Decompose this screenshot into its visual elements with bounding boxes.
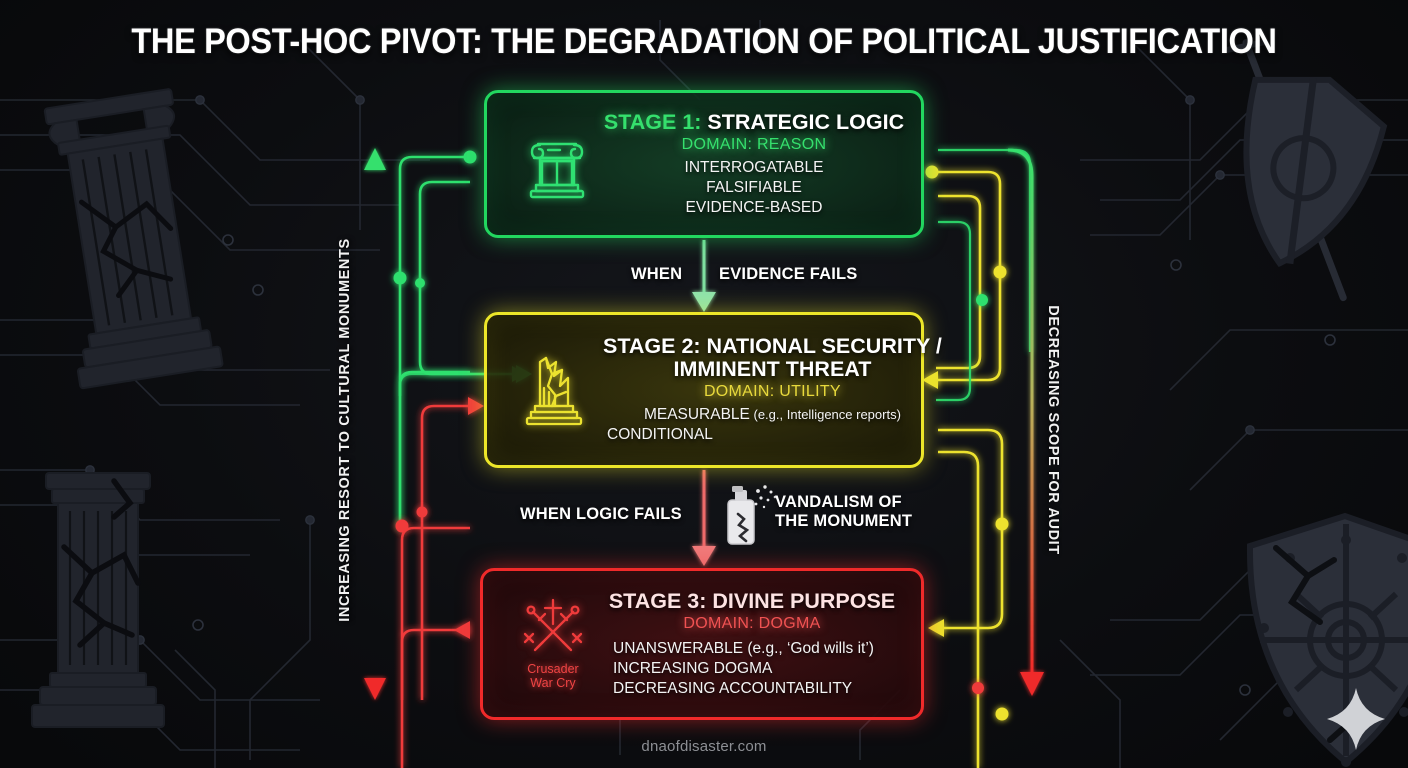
stage-2-bullet-1: MEASURABLE (e.g., Intelligence reports)	[603, 405, 942, 425]
stage-3-icon-caption: Crusader War Cry	[527, 662, 578, 691]
stage-1-bullet-1: INTERROGATABLE	[684, 158, 824, 176]
stage-1-text: STAGE 1: STRATEGIC LOGIC DOMAIN: REASON …	[603, 109, 905, 218]
connector-2-3-label-left: WHEN LOGIC FAILS	[520, 505, 682, 523]
connector-1-2-label-left: WHEN	[631, 265, 683, 283]
stage-1-box[interactable]: STAGE 1: STRATEGIC LOGIC DOMAIN: REASON …	[484, 90, 924, 238]
crossed-swords-cross-icon	[523, 598, 583, 651]
stage-1-title-prefix: STAGE 1:	[603, 109, 702, 134]
stage-3-bullet-2: INCREASING DOGMA	[613, 659, 773, 677]
connector-2-3-label-right-line-2: THE MONUMENT	[775, 511, 913, 530]
stage-2-text: STAGE 2: NATIONAL SECURITY / IMMINENT TH…	[603, 333, 942, 445]
axis-label-left: INCREASING RESORT TO CULTURAL MONUMENTS	[337, 238, 353, 622]
cracked-column-watermark-top-left	[43, 88, 224, 390]
stage-3-icon-caption-line-1: Crusader	[527, 661, 579, 676]
stage-2-bullet-1-main: MEASURABLE	[643, 406, 750, 424]
stage-3-icon-group: Crusader War Cry	[507, 598, 599, 691]
stage-1-title: STAGE 1: STRATEGIC LOGIC	[603, 109, 905, 134]
stage-2-domain: DOMAIN: UTILITY	[703, 383, 841, 401]
stage-3-icon-caption-line-2: War Cry	[530, 676, 576, 690]
stage-2-title-line-2: IMMINENT THREAT	[673, 357, 872, 382]
stage-1-bullet-3: EVIDENCE-BASED	[685, 198, 823, 216]
stage-1-icon-group	[511, 129, 603, 199]
stage-1-domain: DOMAIN: REASON	[681, 135, 827, 153]
shield-sword-watermark-top-right	[1226, 38, 1388, 302]
stage-2-bullet-1-note: (e.g., Intelligence reports)	[749, 407, 901, 423]
stage-3-domain: DOMAIN: DOGMA	[683, 614, 821, 632]
connector-1-2-label-right: EVIDENCE FAILS	[719, 265, 858, 283]
stage-3-bullets: UNANSWERABLE (e.g., ‘God wills it’) INCR…	[599, 639, 905, 698]
stage-3-box[interactable]: Crusader War Cry STAGE 3: DIVINE PURPOSE…	[480, 568, 924, 720]
stage-2-title: STAGE 2: NATIONAL SECURITY / IMMINENT TH…	[603, 333, 942, 382]
broken-monument-icon	[525, 356, 583, 426]
stage-3-title: STAGE 3: DIVINE PURPOSE	[608, 588, 896, 613]
stage-3-bullet-3: DECREASING ACCOUNTABILITY	[613, 679, 853, 697]
ionic-column-icon	[529, 142, 585, 199]
stage-2-icon-group	[511, 352, 603, 428]
stage-3-text: STAGE 3: DIVINE PURPOSE DOMAIN: DOGMA UN…	[599, 588, 905, 699]
stage-2-title-line-1: STAGE 2: NATIONAL SECURITY /	[603, 333, 942, 358]
connector-2-3-label-right-line-1: VANDALISM OF	[775, 493, 902, 511]
connector-2-3-label-right: VANDALISM OF THE MONUMENT	[775, 493, 912, 531]
stage-1-bullet-2: FALSIFIABLE	[706, 178, 802, 196]
stage-2-bullet-2: CONDITIONAL	[607, 426, 713, 444]
stage-3-bullet-1: UNANSWERABLE (e.g., ‘God wills it’)	[613, 639, 874, 657]
stage-2-bullets: MEASURABLE (e.g., Intelligence reports) …	[603, 405, 942, 445]
spray-can-icon	[727, 485, 777, 545]
page-title: THE POST-HOC PIVOT: THE DEGRADATION OF P…	[131, 22, 1277, 61]
stage-1-title-rest: STRATEGIC LOGIC	[701, 109, 905, 134]
cracked-shield-watermark-bottom-right	[1246, 512, 1408, 767]
cracked-column-watermark-bottom-left	[31, 472, 165, 728]
footer-watermark: dnaofdisaster.com	[641, 738, 767, 755]
stage-1-bullets: INTERROGATABLE FALSIFIABLE EVIDENCE-BASE…	[603, 158, 905, 217]
stage-2-box[interactable]: STAGE 2: NATIONAL SECURITY / IMMINENT TH…	[484, 312, 942, 468]
axis-label-right: DECREASING SCOPE FOR AUDIT	[1045, 305, 1061, 555]
